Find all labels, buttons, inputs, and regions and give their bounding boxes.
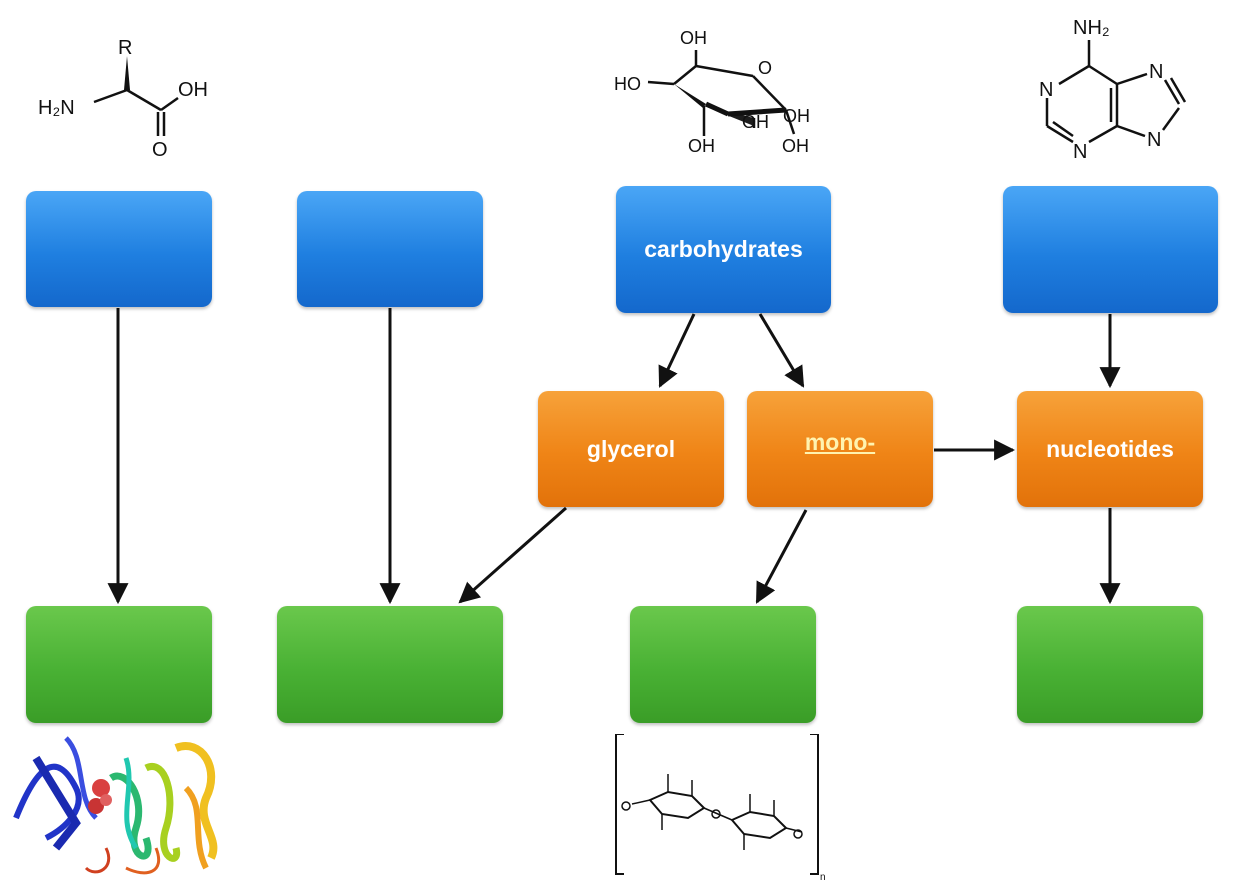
- arrow-o1-g2: [458, 506, 567, 604]
- amino-acid-structure: R H₂N OH O: [38, 37, 208, 161]
- adenine-n9: N: [1147, 129, 1161, 151]
- mono-label: mono-: [804, 429, 876, 455]
- green-box-2: [277, 606, 503, 723]
- adenine-n1: N: [1039, 79, 1053, 101]
- glucose-oh-top: OH: [680, 28, 707, 48]
- lipid-bilayer-image: [290, 750, 490, 840]
- arrow-b3-o1: [658, 313, 696, 388]
- adenine-structure: NH₂ N N N N: [1039, 17, 1187, 163]
- hydroxyl-label: OH: [178, 79, 208, 101]
- arrow-o2-g3: [755, 509, 808, 604]
- green-box-1: [26, 606, 212, 723]
- adenine-n3: N: [1073, 141, 1087, 163]
- protein-ribbon-image: [13, 736, 218, 875]
- adenine-n7: N: [1149, 61, 1163, 83]
- glucose-oh-middle: OH: [742, 112, 769, 132]
- blue-box-2: [297, 191, 483, 307]
- polysaccharide-repeat-label: n: [820, 872, 826, 883]
- polysaccharide-structure: n: [615, 734, 826, 883]
- glucose-structure: OH HO O OH OH OH OH: [614, 28, 810, 156]
- carbohydrates-box: carbohydrates: [616, 186, 831, 313]
- glucose-oh-right: OH: [783, 106, 810, 126]
- glucose-ring-oxygen: O: [758, 58, 772, 78]
- carbonyl-oxygen-label: O: [152, 139, 168, 161]
- glucose-ho-left: HO: [614, 74, 641, 94]
- nucleotides-box: nucleotides: [1017, 391, 1203, 507]
- r-group-label: R: [118, 37, 132, 59]
- blue-box-4: [1003, 186, 1218, 313]
- adenine-amine-label: NH₂: [1073, 17, 1110, 39]
- arrow-b3-o2: [758, 313, 805, 388]
- amine-label: H₂N: [38, 97, 75, 119]
- glucose-oh-bottom-left: OH: [688, 136, 715, 156]
- green-box-4: [1017, 606, 1203, 723]
- glycerol-box: glycerol: [538, 391, 724, 507]
- green-box-3: [630, 606, 816, 723]
- blue-box-1: [26, 191, 212, 307]
- wedge-bond: [124, 56, 130, 90]
- glucose-oh-bottom-right: OH: [782, 136, 809, 156]
- mono-box: mono-: [747, 391, 933, 507]
